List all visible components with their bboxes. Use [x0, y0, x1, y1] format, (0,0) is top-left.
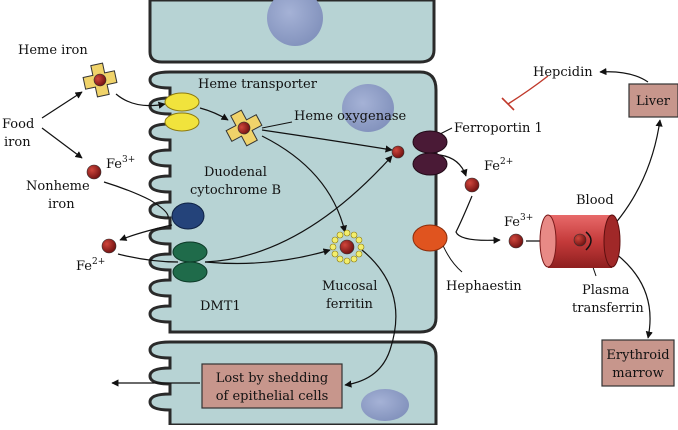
arrow-heme-to-transporter [115, 93, 166, 109]
liver-box [628, 83, 678, 118]
fe3-right-label: Fe3+ [504, 213, 533, 230]
arrow-fe2-to-fe3 [455, 195, 501, 244]
arrow-dmt1-to-ferritin [204, 248, 331, 265]
hephaestin-label: Hephaestin [446, 279, 522, 294]
heme-oxygenase-label: Heme oxygenase [294, 109, 406, 124]
ferroportin-protein [412, 130, 448, 176]
dmt1-label: DMT1 [200, 299, 241, 314]
heme-transporter-label: Heme transporter [198, 77, 318, 92]
transferrin-arc [585, 231, 592, 251]
blood-label: Blood [576, 193, 614, 208]
erythroid-marrow-label-line2: marrow [612, 366, 663, 381]
arrow-ferritin-to-lost [344, 249, 397, 388]
erythroid-marrow-label-line1: Erythroid [606, 348, 669, 363]
transferrin-iron [573, 233, 587, 247]
fe3-left-label: Fe3+ [106, 155, 135, 172]
lower-nucleus [361, 389, 409, 421]
heme-molecule-cell [225, 109, 263, 147]
main-epithelial-cell [148, 70, 438, 334]
plasma-transferrin-label-line1: Plasma [582, 283, 630, 298]
heme-iron-label: Heme iron [18, 43, 88, 58]
mucosal-ferritin-label-line2: ferritin [326, 297, 373, 312]
heme-transporter-protein [164, 92, 200, 132]
blood-vessel [539, 214, 621, 268]
mucosal-ferritin-label-line1: Mucosal [322, 279, 377, 294]
hepcidin-inhibition [501, 75, 549, 111]
arrow-fe3-to-cytochrome [103, 181, 169, 219]
liver-label: Liver [636, 94, 671, 109]
plasma-transferrin-label-line2: transferrin [572, 301, 644, 316]
duodenal-cytochrome-b-protein [171, 202, 205, 230]
nonheme-iron-label-line1: Nonheme [26, 179, 90, 194]
hephaestin-protein [412, 224, 448, 252]
arrow-dmt1-to-ferroportin [204, 155, 393, 263]
iron-ion-fe3-right [508, 233, 524, 249]
duodenal-cytochrome-label-line2: cytochrome B [190, 183, 281, 198]
fe2-left-label: Fe2+ [76, 257, 105, 274]
upper-nucleus [267, 0, 323, 46]
iron-ion-ferroportin [391, 145, 405, 159]
nonheme-iron-label-line2: iron [48, 197, 75, 212]
ferroportin-label: Ferroportin 1 [454, 121, 543, 136]
arrow-transporter-to-oxygenase [199, 107, 229, 121]
iron-ion-fe3-left [86, 164, 102, 180]
lost-by-shedding-label-line2: of epithelial cells [216, 389, 329, 404]
arrow-liver-to-hepcidin [599, 67, 649, 83]
arrow-cytochrome-to-fe2 [119, 224, 173, 241]
fe2-right-label: Fe2+ [484, 157, 513, 174]
lost-by-shedding-label-line1: Lost by shedding [216, 371, 329, 386]
food-iron-label-line2: iron [4, 135, 31, 150]
arrow-oxygenase-to-ferritin [261, 135, 347, 233]
arrow-food-to-heme [41, 91, 83, 119]
iron-ion-fe2-left [101, 238, 117, 254]
arrow-food-to-nonheme [41, 127, 83, 159]
arrow-oxygenase-to-ferroportin [261, 129, 393, 153]
duodenal-cytochrome-label-line1: Duodenal [204, 165, 267, 180]
heme-molecule-left [82, 62, 118, 98]
erythroid-marrow-box [601, 339, 675, 387]
arrow-fe2-to-dmt1 [117, 253, 179, 263]
main-nucleus [342, 84, 394, 132]
dmt1-protein [172, 241, 208, 283]
iron-ion-fe2-right [464, 177, 480, 193]
mucosal-ferritin-complex [329, 229, 365, 265]
arrow-ferroportin-to-fe2 [439, 154, 468, 177]
lost-by-shedding-box [201, 363, 343, 409]
food-iron-label-line1: Food [2, 117, 34, 132]
hepcidin-label: Hepcidin [533, 65, 593, 80]
